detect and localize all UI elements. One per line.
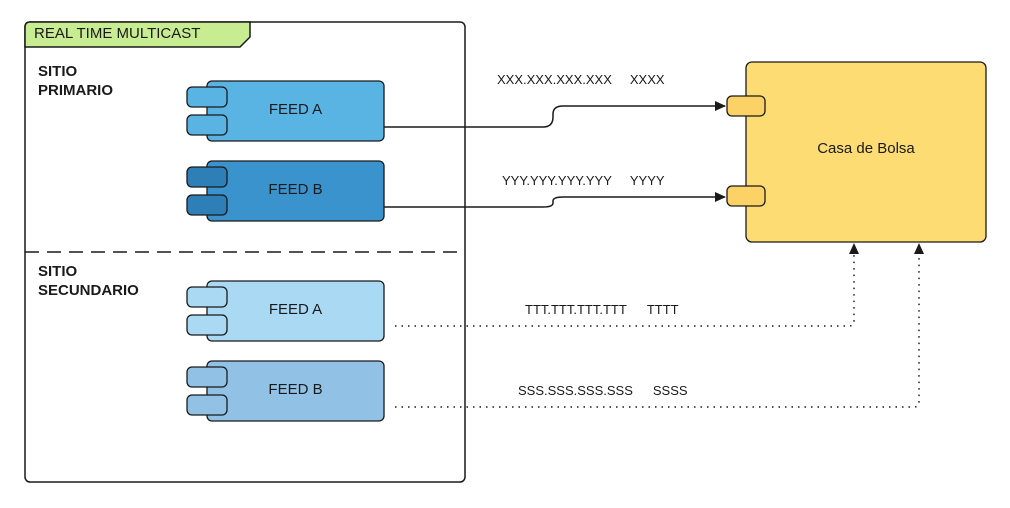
connector-primary-b[interactable] <box>384 192 726 208</box>
site-label-line: SECUNDARIO <box>38 282 139 299</box>
site-label-line: SITIO <box>38 263 78 280</box>
feed-port-bottom <box>186 314 228 336</box>
container-title-tab <box>24 21 251 48</box>
target-label: Casa de Bolsa <box>817 140 915 157</box>
feed-port-top <box>186 366 228 388</box>
connection-label-secondary-a: TTT.TTT.TTT.TTT TTTT <box>525 302 679 317</box>
connector-secondary-a[interactable] <box>395 243 859 327</box>
feed-port-bottom <box>186 394 228 416</box>
feed-port-bottom <box>186 194 228 216</box>
connection-label-primary-b: YYY.YYY.YYY.YYY YYYY <box>502 173 665 188</box>
connector-secondary-b[interactable] <box>395 243 924 408</box>
connection-port: TTTT <box>646 302 679 317</box>
feed-component-primary-a[interactable] <box>186 80 385 142</box>
connector-primary-a[interactable] <box>384 101 726 128</box>
connection-label-secondary-b: SSS.SSS.SSS.SSS SSSS <box>518 383 688 398</box>
feed-component-primary-b[interactable] <box>186 160 385 222</box>
target-port-1 <box>726 95 766 117</box>
target-port-2 <box>726 185 766 207</box>
connection-label-primary-a: XXX.XXX.XXX.XXX XXXX <box>497 72 665 87</box>
site-label-secondary: SITIO SECUNDARIO <box>38 262 139 300</box>
feed-label: FEED A <box>268 301 323 318</box>
feed-port-bottom <box>186 114 228 136</box>
feed-label: FEED A <box>268 101 323 118</box>
feed-port-top <box>186 86 228 108</box>
feed-component-secondary-b[interactable] <box>186 360 385 422</box>
connection-port: SSSS <box>652 383 688 398</box>
connection-port: YYYY <box>629 173 665 188</box>
feed-port-top <box>186 286 228 308</box>
target-component-casa-de-bolsa[interactable] <box>726 61 987 243</box>
feed-port-top <box>186 166 228 188</box>
feed-body <box>206 160 385 222</box>
feed-label: FEED B <box>268 381 323 398</box>
target-body <box>745 61 987 243</box>
feed-body <box>206 360 385 422</box>
connection-address: YYY.YYY.YYY.YYY <box>502 173 612 188</box>
connection-address: TTT.TTT.TTT.TTT <box>525 302 627 317</box>
feed-label: FEED B <box>268 181 323 198</box>
container-title: REAL TIME MULTICAST <box>34 25 201 42</box>
site-label-primary: SITIO PRIMARIO <box>38 62 113 100</box>
connection-address: SSS.SSS.SSS.SSS <box>518 383 633 398</box>
feed-component-secondary-a[interactable] <box>186 280 385 342</box>
site-label-line: SITIO <box>38 63 78 80</box>
connection-address: XXX.XXX.XXX.XXX <box>497 72 612 87</box>
connection-port: XXXX <box>629 72 665 87</box>
feed-body <box>206 80 385 142</box>
feed-body <box>206 280 385 342</box>
site-label-line: PRIMARIO <box>38 82 113 99</box>
